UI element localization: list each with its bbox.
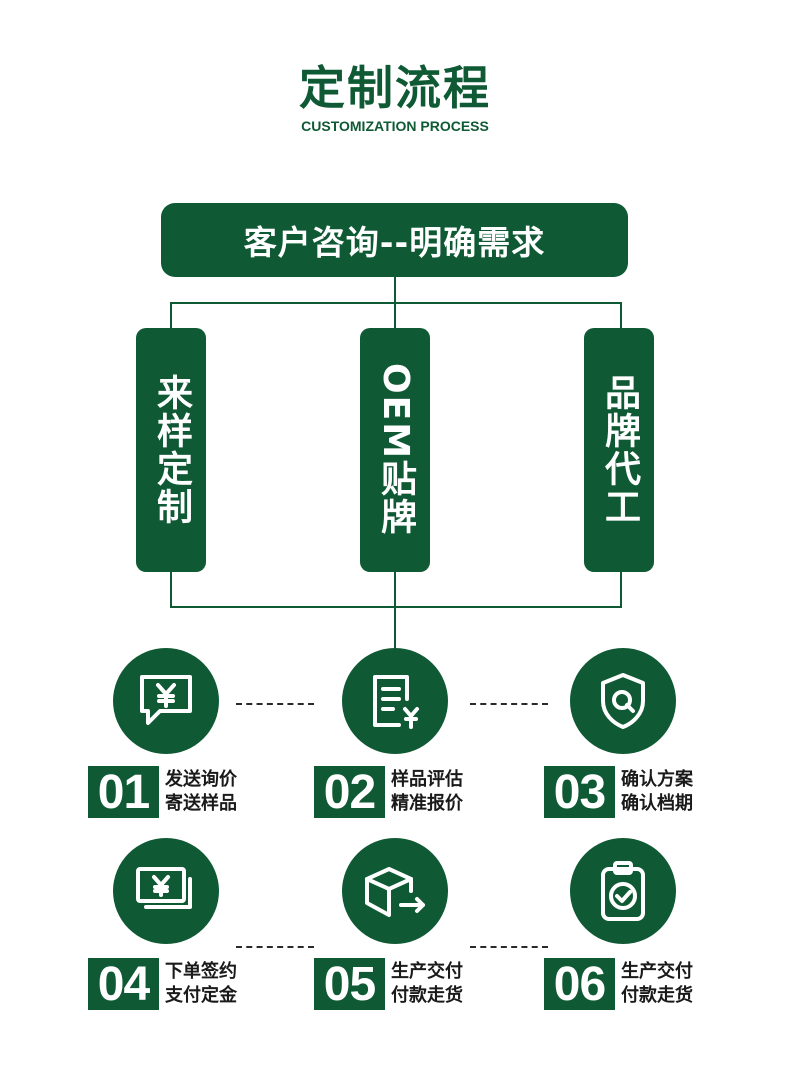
step-line1: 下单签约	[165, 961, 237, 982]
connector-line	[394, 570, 396, 650]
step-01-circle	[113, 648, 219, 754]
step-line1: 生产交付	[621, 961, 693, 982]
step-04: 04 下单签约 支付定金	[88, 958, 237, 1011]
step-line1: 发送询价	[165, 769, 237, 790]
yen-chat-bubble-icon	[140, 675, 192, 725]
step-04-circle	[113, 838, 219, 944]
step-number: 02	[314, 766, 385, 819]
step-03: 03 确认方案 确认档期	[544, 766, 693, 819]
step-05: 05 生产交付 付款走货	[314, 958, 463, 1011]
branch-label: OEM贴牌	[375, 363, 416, 537]
branch-sample-custom: 来样定制	[136, 328, 206, 572]
step-line1: 样品评估	[391, 769, 463, 790]
step-line1: 确认方案	[621, 769, 693, 790]
document-yen-icon	[373, 675, 419, 729]
step-02: 02 样品评估 精准报价	[314, 766, 463, 819]
step-line2: 付款走货	[391, 985, 463, 1006]
dashed-connector	[470, 703, 548, 705]
step-number: 05	[314, 958, 385, 1011]
box-delivery-icon	[365, 867, 425, 917]
connector-line	[620, 570, 622, 608]
connector-line	[170, 302, 172, 330]
page-subtitle: CUSTOMIZATION PROCESS	[301, 118, 489, 134]
step-line2: 支付定金	[165, 985, 237, 1006]
step-line2: 精准报价	[391, 793, 463, 814]
branch-oem: OEM贴牌	[360, 328, 430, 572]
step-number: 06	[544, 958, 615, 1011]
step-02-circle	[342, 648, 448, 754]
step-06-circle	[570, 838, 676, 944]
branch-label: 来样定制	[151, 374, 192, 526]
connector-line	[170, 606, 622, 608]
connector-line	[170, 570, 172, 608]
shield-search-icon	[601, 673, 645, 729]
dashed-connector	[236, 703, 314, 705]
step-01: 01 发送询价 寄送样品	[88, 766, 237, 819]
consultation-box: 客户咨询--明确需求	[161, 203, 628, 277]
step-number: 03	[544, 766, 615, 819]
step-06: 06 生产交付 付款走货	[544, 958, 693, 1011]
step-line2: 寄送样品	[165, 793, 237, 814]
consultation-label: 客户咨询--明确需求	[243, 223, 546, 262]
branch-brand-oem: 品牌代工	[584, 328, 654, 572]
step-line2: 确认档期	[621, 793, 693, 814]
step-number: 01	[88, 766, 159, 819]
page-title: 定制流程	[299, 61, 491, 115]
branch-label: 品牌代工	[599, 374, 640, 526]
step-line2: 付款走货	[621, 985, 693, 1006]
step-line1: 生产交付	[391, 961, 463, 982]
dashed-connector	[470, 946, 548, 948]
dashed-connector	[236, 946, 314, 948]
payment-card-icon	[136, 867, 192, 909]
connector-line	[620, 302, 622, 330]
step-number: 04	[88, 958, 159, 1011]
step-05-circle	[342, 838, 448, 944]
clipboard-check-icon	[601, 861, 645, 921]
connector-line	[170, 302, 622, 304]
step-03-circle	[570, 648, 676, 754]
